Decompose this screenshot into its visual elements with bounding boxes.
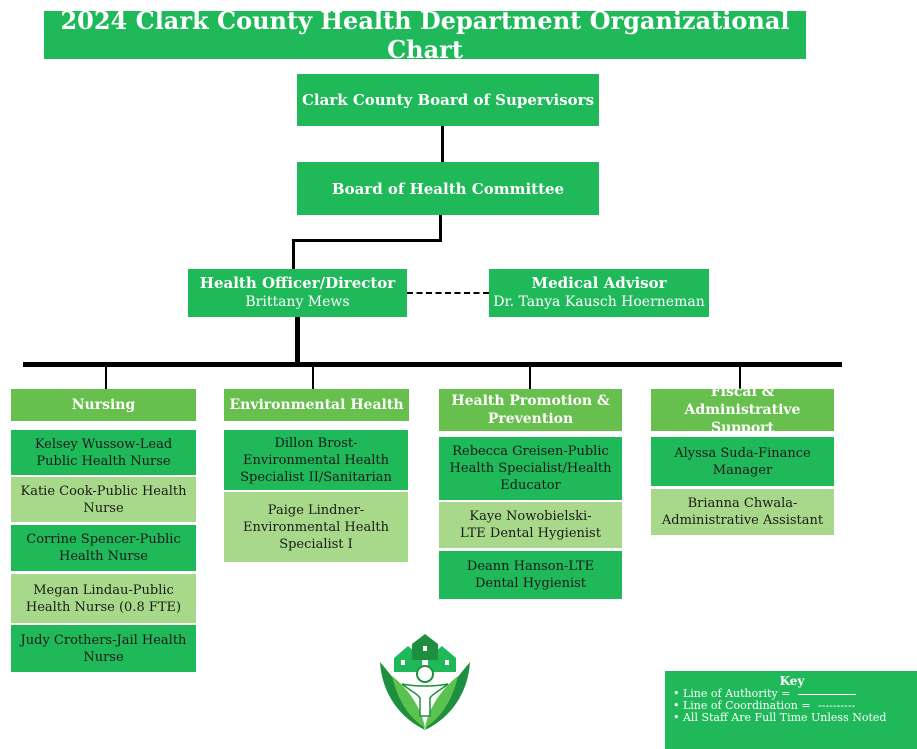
- authority-line-environmental: [312, 366, 314, 390]
- division-header-nursing: Nursing: [11, 389, 196, 421]
- authority-line-director-to-bar: [295, 316, 300, 364]
- staff-box: Alyssa Suda-Finance Manager: [651, 437, 834, 486]
- board-of-health-label: Board of Health Committee: [331, 179, 565, 198]
- board-of-supervisors-label: Clark County Board of Supervisors: [301, 91, 595, 109]
- legend-authority-row: • Line of Authority =: [673, 688, 911, 700]
- legend-solid-line-swatch: [797, 693, 856, 695]
- board-of-health-box: Board of Health Committee: [297, 162, 599, 215]
- page-title: 2024 Clark County Health Department Orga…: [44, 6, 806, 64]
- staff-name: Dillon Brost-Environmental Health Specia…: [240, 435, 392, 485]
- authority-line-supervisors-to-health: [441, 125, 444, 163]
- medical-advisor-box: Medical Advisor Dr. Tanya Kausch Hoernem…: [489, 269, 709, 317]
- legend-fulltime-note: • All Staff Are Full Time Unless Noted: [673, 711, 887, 724]
- staff-box: Dillon Brost-Environmental Health Specia…: [224, 430, 408, 490]
- authority-line-health-down: [439, 214, 442, 241]
- division-label: Fiscal & Administrative Support: [684, 384, 801, 436]
- staff-box: Corrine Spencer-Public Health Nurse: [11, 525, 196, 571]
- staff-box: Megan Lindau-Public Health Nurse (0.8 FT…: [11, 574, 196, 623]
- authority-line-to-director: [292, 239, 295, 270]
- legend-coordination-label: • Line of Coordination =: [673, 699, 811, 712]
- authority-main-bar: [23, 362, 842, 367]
- board-of-supervisors-box: Clark County Board of Supervisors: [297, 74, 599, 126]
- staff-name: Brianna Chwala-Administrative Assistant: [661, 496, 824, 528]
- coordination-line: [407, 292, 489, 294]
- director-role: Health Officer/Director: [199, 274, 396, 292]
- director-name: Brittany Mews: [245, 294, 350, 310]
- staff-box: Katie Cook-Public Health Nurse: [11, 477, 196, 522]
- authority-line-promotion: [529, 366, 531, 390]
- legend-title: Key: [779, 674, 805, 688]
- staff-name: Katie Cook-Public Health Nurse: [20, 483, 187, 516]
- division-label: Nursing: [71, 397, 136, 413]
- division-header-promotion: Health Promotion & Prevention: [439, 389, 622, 431]
- staff-name: Rebecca Greisen-Public Health Specialist…: [449, 444, 612, 493]
- advisor-role: Medical Advisor: [531, 274, 667, 292]
- staff-box: Paige Lindner-Environmental Health Speci…: [224, 492, 408, 562]
- staff-box: Rebecca Greisen-Public Health Specialist…: [439, 437, 622, 500]
- legend-dashed-line-swatch: ----------: [818, 699, 856, 712]
- division-label: Environmental Health: [229, 397, 404, 413]
- authority-line-nursing: [105, 366, 107, 390]
- staff-name: Corrine Spencer-Public Health Nurse: [26, 532, 181, 564]
- staff-name: Kelsey Wussow-Lead Public Health Nurse: [34, 436, 173, 469]
- authority-line-horizontal: [292, 239, 442, 242]
- legend-key: Key • Line of Authority = • Line of Coor…: [665, 671, 917, 749]
- staff-box: Kelsey Wussow-Lead Public Health Nurse: [11, 430, 196, 475]
- division-label: Health Promotion & Prevention: [451, 393, 610, 427]
- division-header-fiscal: Fiscal & Administrative Support: [651, 384, 834, 436]
- division-header-environmental: Environmental Health: [224, 389, 409, 421]
- legend-authority-label: • Line of Authority =: [673, 687, 791, 700]
- staff-name: Alyssa Suda-Finance Manager: [674, 445, 811, 478]
- staff-name: Judy Crothers-Jail Health Nurse: [20, 632, 187, 665]
- staff-name: Kaye Nowobielski-LTE Dental Hygienist: [460, 509, 601, 541]
- advisor-name: Dr. Tanya Kausch Hoerneman: [493, 294, 705, 310]
- legend-coordination-row: • Line of Coordination = ----------: [673, 700, 911, 712]
- house-person-leaf-shield-logo-icon: [380, 634, 470, 730]
- staff-name: Paige Lindner-Environmental Health Speci…: [243, 502, 389, 552]
- staff-name: Deann Hanson-LTE Dental Hygienist: [466, 559, 595, 591]
- director-box: Health Officer/Director Brittany Mews: [188, 269, 407, 317]
- authority-line-fiscal: [739, 366, 741, 390]
- staff-name: Megan Lindau-Public Health Nurse (0.8 FT…: [25, 582, 182, 615]
- staff-box: Judy Crothers-Jail Health Nurse: [11, 625, 196, 672]
- staff-box: Kaye Nowobielski-LTE Dental Hygienist: [439, 502, 622, 548]
- staff-box: Deann Hanson-LTE Dental Hygienist: [439, 551, 622, 599]
- staff-box: Brianna Chwala-Administrative Assistant: [651, 489, 834, 535]
